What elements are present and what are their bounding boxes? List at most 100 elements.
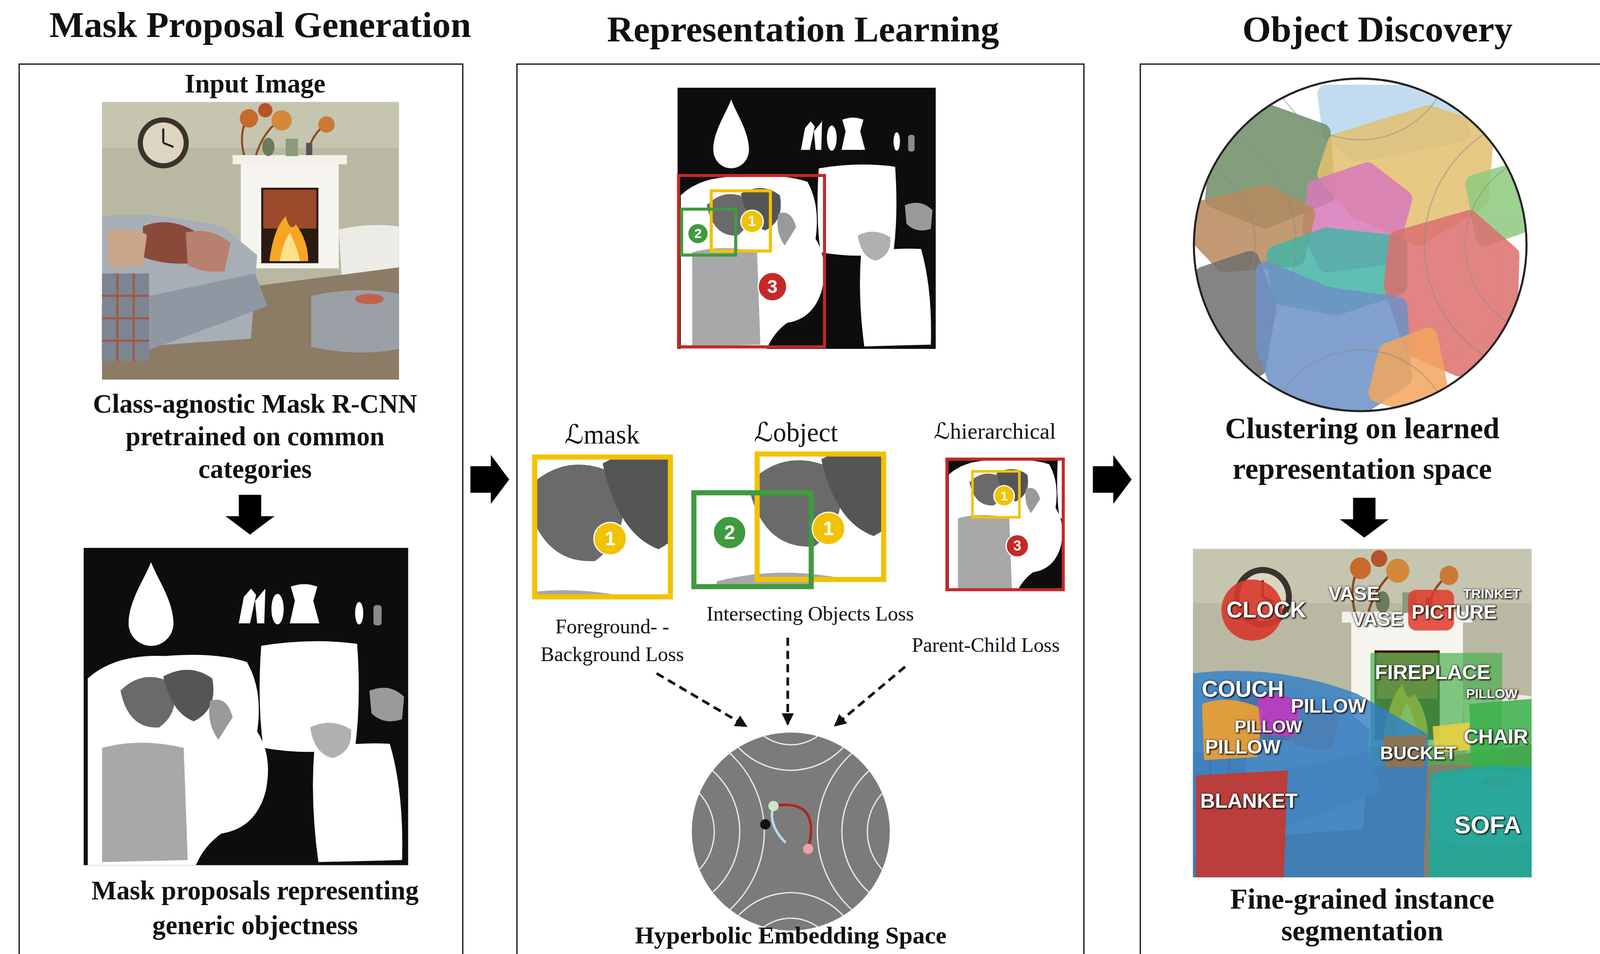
- hierarchical-loss-crop: [947, 459, 1064, 590]
- segment-label: TRINKET: [1462, 587, 1521, 601]
- hyperbolic-disk: [803, 844, 814, 855]
- object-loss-crop: [757, 454, 884, 580]
- hyperbolic-disk: [551, 725, 765, 938]
- segment-label: VASE: [1328, 584, 1380, 604]
- segment-label: FIREPLACE: [1374, 662, 1491, 683]
- callout-badge: [740, 210, 764, 233]
- hyperbolic-disk: [841, 750, 1006, 914]
- cluster-disk: [1193, 78, 1527, 412]
- mask-loss-crop: [534, 457, 671, 597]
- hyperbolic-disk: [602, 775, 715, 888]
- cluster-disk: [1071, 152, 1256, 337]
- segmentation-photo: [1428, 766, 1532, 878]
- callout-badge: [593, 522, 627, 556]
- hyperbolic-disk: [719, 627, 863, 771]
- input-photo: [102, 102, 400, 380]
- hyperbolic-disk: [867, 775, 980, 888]
- segment-label: PILLOW: [1290, 696, 1367, 716]
- mask-with-boxes: [677, 87, 936, 349]
- callout-number: 1: [1000, 489, 1008, 503]
- block-arrow: [1092, 455, 1132, 504]
- segment-label: VASE: [1351, 609, 1404, 630]
- cluster-disk: [1465, 152, 1600, 337]
- mask-loss-crop: [534, 457, 671, 597]
- segment-label: PILLOW: [1205, 737, 1281, 757]
- cluster-disk: [1377, 336, 1439, 404]
- dashed-arrow: [786, 637, 789, 725]
- hyperbolic-disk: [773, 804, 812, 849]
- cluster-disk: [1030, 0, 1600, 534]
- stage-panel: Input ImageClass-agnostic Mask R-CNN pre…: [18, 63, 464, 954]
- loss-symbol: ℒmask: [564, 419, 640, 450]
- segment-label: BLANKET: [1200, 790, 1298, 812]
- callout-number: 1: [823, 518, 834, 539]
- cluster-disk: [1193, 78, 1527, 412]
- dashed-arrow: [834, 666, 906, 726]
- loss-node: ℒobjectIntersecting Objects Loss: [685, 414, 941, 634]
- segment-label: COUCH: [1201, 678, 1285, 701]
- callout-number: 1: [748, 214, 756, 229]
- callout-number: 1: [604, 529, 616, 549]
- object-loss-crop: [685, 239, 1241, 783]
- cluster-node: Clustering on learned representation spa…: [1183, 77, 1542, 493]
- segmentation-photo: [1192, 548, 1532, 878]
- segmentation-photo: [1192, 548, 1532, 878]
- panel-title: Object Discovery: [1242, 8, 1513, 51]
- mask-with-boxes: [681, 209, 736, 256]
- cluster-disk: [1424, 112, 1600, 378]
- callout-badge: [993, 485, 1015, 507]
- hyperbolic-disk: [744, 652, 837, 745]
- embedding-node: Hyperbolic Embedding Space: [622, 728, 960, 954]
- hyperbolic-disk: [576, 750, 741, 914]
- segment-label: CHAIR: [1463, 726, 1529, 747]
- cluster-disk: [1030, 112, 1296, 378]
- callout-badge: [593, 210, 1029, 558]
- segment-label: BUCKET: [1380, 744, 1457, 763]
- callout-badge: [713, 516, 746, 549]
- loss-name: Foreground- -Background Loss: [515, 613, 710, 669]
- loss-node: ℒhierarchicalParent-Child Loss: [889, 414, 1082, 665]
- hierarchical-loss-crop: [947, 459, 1064, 590]
- callout-badge: [1006, 534, 1029, 558]
- segment-label: SOFA: [1454, 813, 1522, 838]
- mask-loss-crop: [534, 457, 671, 597]
- hyperbolic-disk: [771, 806, 786, 843]
- object-loss-crop: [685, 239, 1241, 783]
- callout-number: 2: [724, 522, 735, 543]
- caption: Hyperbolic Embedding Space: [635, 921, 947, 950]
- loss-symbol: ℒhierarchical: [933, 418, 1056, 445]
- hyperbolic-disk: [551, 627, 1030, 954]
- mask-with-boxes: [678, 175, 825, 347]
- segmentation-photo: [1192, 670, 1429, 878]
- loss-name: Parent-Child Loss: [911, 633, 1060, 657]
- segment-label: PICTURE: [1411, 602, 1497, 623]
- cluster-disk: [1030, 0, 1600, 534]
- object-loss-crop: [685, 239, 1241, 783]
- panel-title: Mask Proposal Generation: [49, 3, 471, 47]
- image-node: Mask proposals representing generic obje…: [48, 540, 463, 954]
- hyperbolic-disk: [768, 800, 779, 812]
- loss-name: Intersecting Objects Loss: [706, 602, 915, 626]
- segment-label: CLOCK: [1226, 599, 1307, 622]
- mask-image: [83, 548, 409, 866]
- block-arrow: [225, 494, 275, 535]
- block-arrow: [470, 455, 510, 504]
- object-loss-crop: [693, 492, 812, 587]
- stage-panel: Clustering on learned representation spa…: [1139, 63, 1600, 954]
- caption: Fine-grained instance segmentation: [1188, 883, 1537, 948]
- input-photo: [102, 102, 400, 380]
- panel-title: Representation Learning: [607, 8, 1000, 51]
- cluster-disk: [1030, 0, 1600, 534]
- segmentation-photo: [1196, 770, 1288, 878]
- caption: Class-agnostic Mask R-CNN pretrained on …: [71, 387, 439, 486]
- stage-panel: ℒmaskForeground- -Background Lossℒobject…: [516, 63, 1085, 954]
- segment-label: PILLOW: [1466, 687, 1518, 701]
- loss-node: ℒmaskForeground- -Background Loss: [512, 414, 720, 672]
- hierarchical-loss-crop: [972, 471, 1020, 518]
- callout-number: 2: [694, 226, 702, 241]
- callout-badge: [758, 272, 787, 301]
- mask-with-boxes: [711, 190, 771, 252]
